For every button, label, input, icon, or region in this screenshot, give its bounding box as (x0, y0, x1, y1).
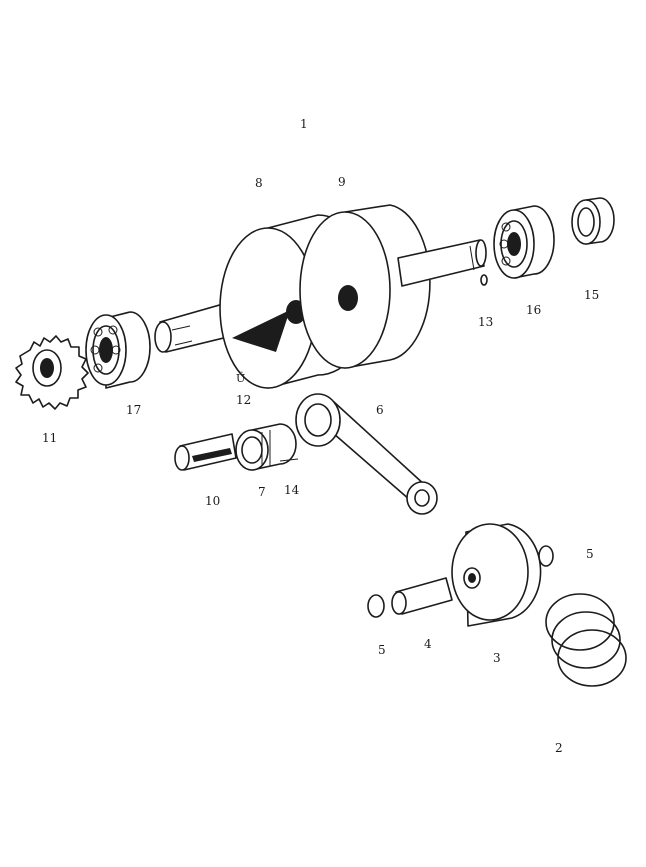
bearing-right-part (493, 205, 555, 279)
bearing-left-part (85, 311, 151, 389)
label-14: 14 (284, 483, 300, 497)
label-15: 15 (584, 288, 600, 302)
label-8: 8 (255, 176, 263, 190)
circlip-left-part (367, 594, 385, 618)
key-part (480, 274, 488, 286)
label-1: 1 (300, 117, 308, 131)
piston-pin-part (391, 577, 453, 615)
crankshaft-part (154, 204, 487, 389)
mark-u: Ü (236, 371, 245, 385)
label-10: 10 (205, 494, 221, 508)
label-5-left: 5 (378, 643, 386, 657)
label-12: 12 (236, 393, 252, 407)
label-3: 3 (493, 651, 501, 665)
label-13: 13 (478, 315, 494, 329)
washer-part (279, 458, 299, 462)
label-16: 16 (526, 303, 542, 317)
piston-part (451, 523, 542, 627)
label-7: 7 (258, 485, 266, 499)
connecting-rod-part (295, 393, 438, 515)
label-2: 2 (555, 741, 563, 755)
oil-seal-part (571, 197, 615, 245)
label-6: 6 (376, 403, 384, 417)
label-17: 17 (126, 403, 142, 417)
label-4: 4 (424, 637, 432, 651)
crank-pin-part (174, 433, 237, 471)
needle-cage-part (235, 423, 297, 471)
circlip-right-part (538, 545, 554, 567)
piston-rings-part (545, 593, 627, 687)
label-9: 9 (338, 175, 346, 189)
sprocket-part (15, 335, 89, 410)
label-11: 11 (42, 431, 58, 445)
label-5-right: 5 (586, 547, 594, 561)
